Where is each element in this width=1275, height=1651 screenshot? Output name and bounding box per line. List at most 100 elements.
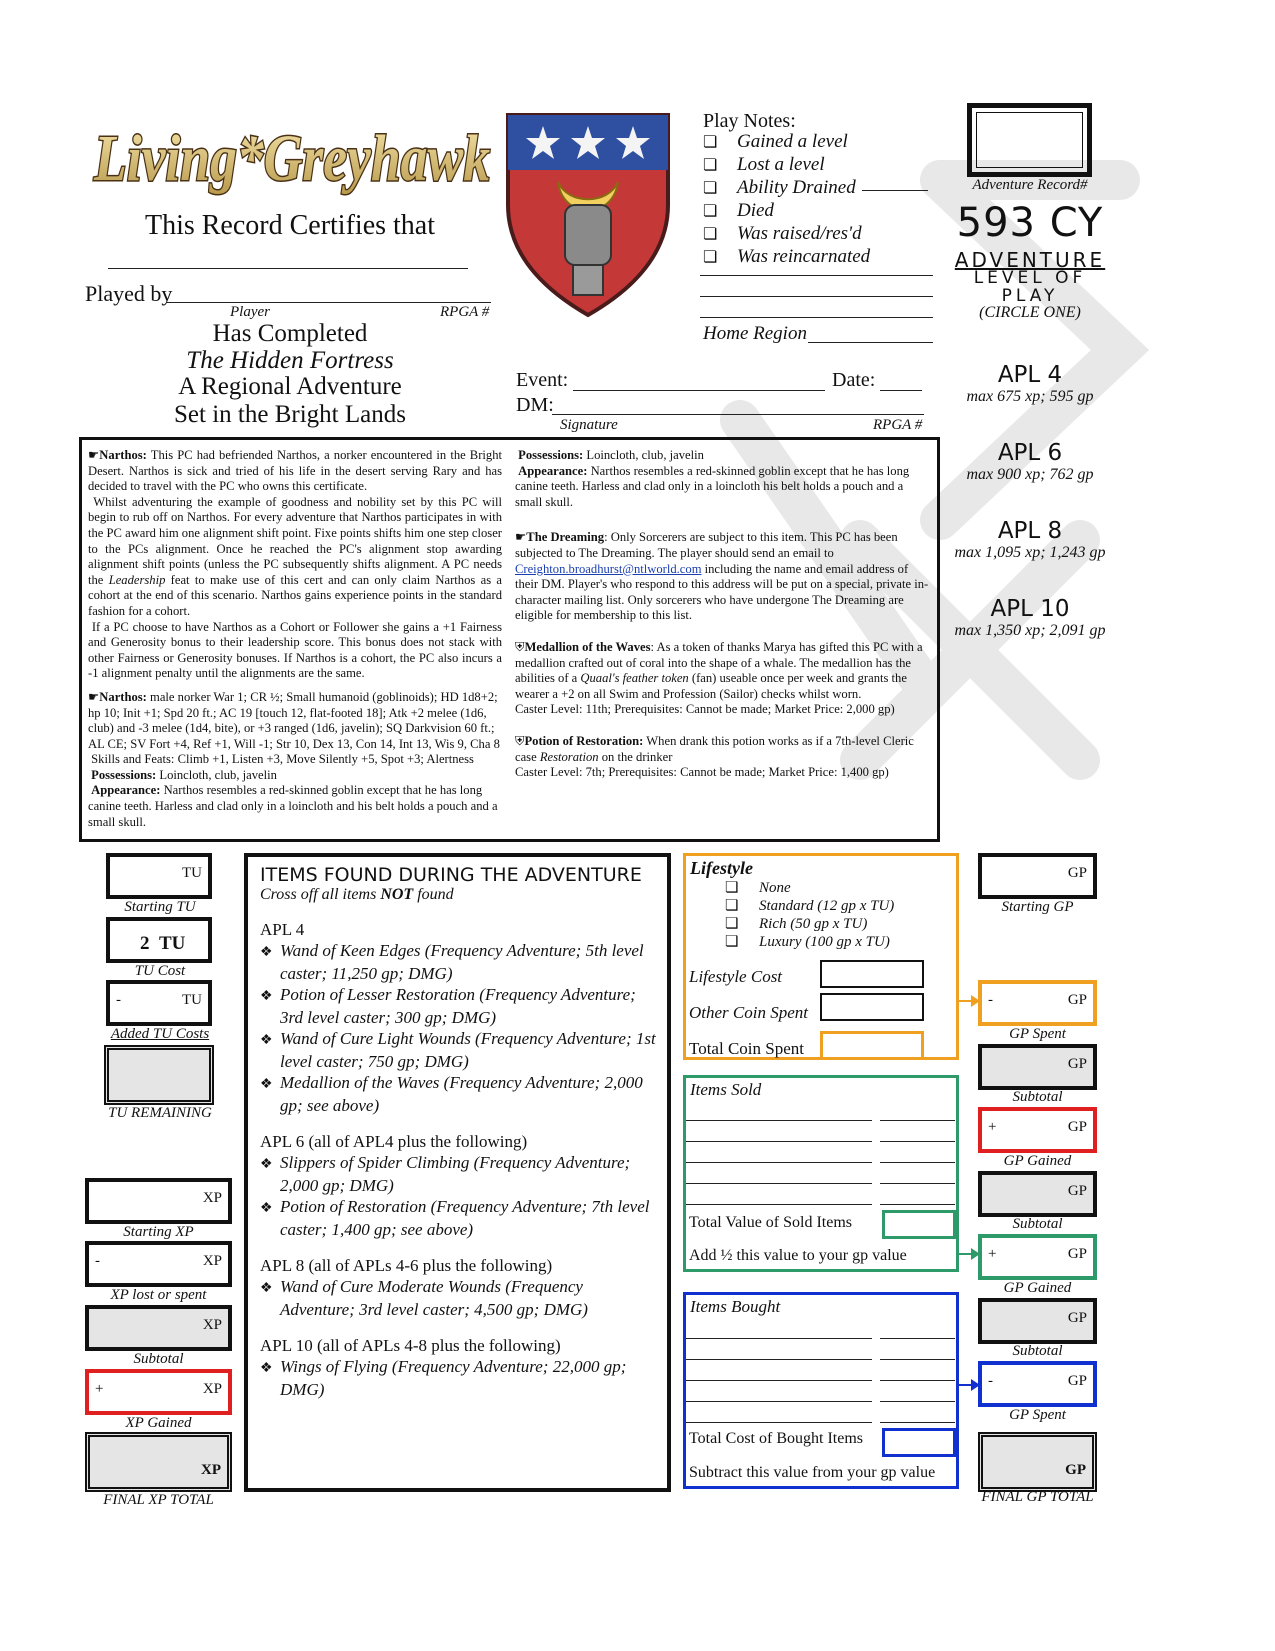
bought-line[interactable] <box>686 1380 872 1381</box>
medallion-item: Quaal's feather token <box>580 671 689 686</box>
unit-label: GP <box>1067 992 1087 1008</box>
medallion-text: : As a token of thanks Marya has gifted … <box>515 639 923 686</box>
gp-gained-box[interactable]: +GP <box>978 1107 1097 1153</box>
sold-line[interactable] <box>686 1204 872 1205</box>
lifestyle-option-rich[interactable]: ❏Rich (50 gp x TU) <box>725 915 894 933</box>
tu-cost-box[interactable]: 2 TU <box>106 917 212 963</box>
bought-line[interactable] <box>686 1359 872 1360</box>
bought-value-line[interactable] <box>880 1422 955 1423</box>
bought-value-line[interactable] <box>880 1380 955 1381</box>
unit-label: GP <box>1067 1246 1087 1262</box>
sold-value-line[interactable] <box>880 1141 955 1142</box>
hand-icon: ☛ <box>515 530 527 545</box>
arrow-right-icon <box>971 1379 980 1391</box>
sold-value-line[interactable] <box>880 1162 955 1163</box>
notes-line-2 <box>700 296 933 297</box>
play-note-ability-drained[interactable]: Ability Drained <box>703 177 943 200</box>
home-region-field[interactable] <box>808 342 933 343</box>
other-coin-field[interactable] <box>820 993 924 1021</box>
bought-value-line[interactable] <box>880 1359 955 1360</box>
date-field[interactable] <box>880 390 922 391</box>
gp-subtotal-box[interactable]: GP <box>978 1171 1097 1217</box>
adventure-heading: ADVENTURE <box>954 248 1106 272</box>
apl-6-option[interactable]: APL 6 max 900 xp; 762 gp <box>940 440 1120 484</box>
starting-gp-box[interactable]: GP <box>978 853 1097 899</box>
xp-gained-box[interactable]: +XP <box>85 1369 232 1415</box>
circle-one-label: (CIRCLE ONE) <box>979 304 1081 321</box>
bought-line[interactable] <box>686 1422 872 1423</box>
play-note-gained-level[interactable]: Gained a level <box>703 131 943 154</box>
bought-value-line[interactable] <box>880 1401 955 1402</box>
sold-line[interactable] <box>686 1183 872 1184</box>
sign-label: - <box>988 992 993 1008</box>
sold-add-label: Add ½ this value to your gp value <box>689 1247 907 1264</box>
sold-line[interactable] <box>686 1141 872 1142</box>
bought-line[interactable] <box>686 1338 872 1339</box>
found-item[interactable]: Wand of Cure Light Wounds (Frequency Adv… <box>260 1028 660 1072</box>
xp-subtotal-box[interactable]: XP <box>85 1305 232 1351</box>
bought-line[interactable] <box>686 1401 872 1402</box>
lifestyle-cost-field[interactable] <box>820 960 924 988</box>
found-item[interactable]: Wand of Cure Moderate Wounds (Frequency … <box>260 1276 660 1320</box>
play-note-raised[interactable]: Was raised/res'd <box>703 223 943 246</box>
found-item[interactable]: Slippers of Spider Climbing (Frequency A… <box>260 1152 660 1196</box>
gp-spent-box[interactable]: - GP <box>978 980 1097 1026</box>
checkbox-icon: ❏ <box>725 916 739 932</box>
gp-subtotal-box[interactable]: GP <box>978 1298 1097 1344</box>
adventure-record-box[interactable] <box>967 103 1092 177</box>
apl-4-option[interactable]: APL 4 max 675 xp; 595 gp <box>940 362 1120 406</box>
gp-spent-box[interactable]: -GP <box>978 1361 1097 1407</box>
possessions-text: Loincloth, club, javelin <box>583 448 704 462</box>
lifestyle-option-luxury[interactable]: ❏Luxury (100 gp x TU) <box>725 933 894 951</box>
tu-remaining-box[interactable] <box>104 1045 214 1105</box>
total-coin-field[interactable] <box>820 1031 924 1060</box>
added-tu-box[interactable]: -TU <box>106 980 212 1026</box>
xp-lost-label: XP lost or spent <box>110 1287 207 1303</box>
play-note-lost-level[interactable]: Lost a level <box>703 154 943 177</box>
apl-group-note: (all of APLs 4-8 plus the following) <box>312 1336 561 1355</box>
event-field[interactable] <box>573 390 825 391</box>
final-gp-box[interactable]: GP <box>978 1432 1097 1492</box>
sold-line[interactable] <box>686 1120 872 1121</box>
found-item[interactable]: Medallion of the Waves (Frequency Advent… <box>260 1072 660 1116</box>
found-item[interactable]: Potion of Lesser Restoration (Frequency … <box>260 984 660 1028</box>
dm-field[interactable] <box>552 414 924 415</box>
sold-line[interactable] <box>686 1162 872 1163</box>
gp-gained-box[interactable]: +GP <box>978 1234 1097 1280</box>
dm-rpga-label: RPGA # <box>873 417 923 433</box>
found-item[interactable]: Wings of Flying (Frequency Adventure; 22… <box>260 1356 660 1400</box>
bought-value-line[interactable] <box>880 1338 955 1339</box>
apl-group-label: APL 8 <box>260 1256 305 1275</box>
sold-value-line[interactable] <box>880 1183 955 1184</box>
lifestyle-option-none[interactable]: ❏None <box>725 879 894 897</box>
sold-value-line[interactable] <box>880 1120 955 1121</box>
starting-xp-label: Starting XP <box>123 1224 194 1240</box>
apl-10-option[interactable]: APL 10 max 1,350 xp; 2,091 gp <box>940 596 1120 640</box>
potion-label: Potion of Restoration: <box>524 733 644 748</box>
apl-8-option[interactable]: APL 8 max 1,095 xp; 1,243 gp <box>940 518 1120 562</box>
xp-lost-box[interactable]: -XP <box>85 1241 232 1287</box>
play-note-reincarnated[interactable]: Was reincarnated <box>703 246 943 269</box>
apl-group-note: (all of APLs 4-6 plus the following) <box>304 1256 553 1275</box>
sold-value-line[interactable] <box>880 1204 955 1205</box>
unit-label: GP <box>1067 1373 1087 1389</box>
gp-subtotal-box[interactable]: GP <box>978 1044 1097 1090</box>
adventure-setting: Set in the Bright Lands <box>174 401 406 428</box>
starting-tu-box[interactable]: TU <box>106 853 212 899</box>
starting-xp-box[interactable]: XP <box>85 1178 232 1224</box>
found-item[interactable]: Wand of Keen Edges (Frequency Adventure;… <box>260 940 660 984</box>
notes-line-3 <box>700 317 933 318</box>
hand-icon: ☛ <box>88 689 100 704</box>
lifestyle-title: Lifestyle <box>690 858 753 878</box>
email-link[interactable]: Creighton.broadhurst@ntlworld.com <box>515 561 702 576</box>
sold-total-field[interactable] <box>882 1210 956 1239</box>
year-text: 593 CY <box>956 200 1104 246</box>
found-item[interactable]: Potion of Restoration (Frequency Adventu… <box>260 1196 660 1240</box>
lifestyle-option-standard[interactable]: ❏Standard (12 gp x TU) <box>725 897 894 915</box>
play-note-died[interactable]: Died <box>703 200 943 223</box>
event-label: Event: <box>516 369 569 391</box>
bought-total-field[interactable] <box>882 1428 956 1457</box>
dreaming-text: : Only Sorcerers are subject to this ite… <box>515 530 898 560</box>
tu-remaining-label: TU REMAINING <box>108 1105 212 1121</box>
final-xp-box[interactable]: XP <box>85 1432 232 1492</box>
